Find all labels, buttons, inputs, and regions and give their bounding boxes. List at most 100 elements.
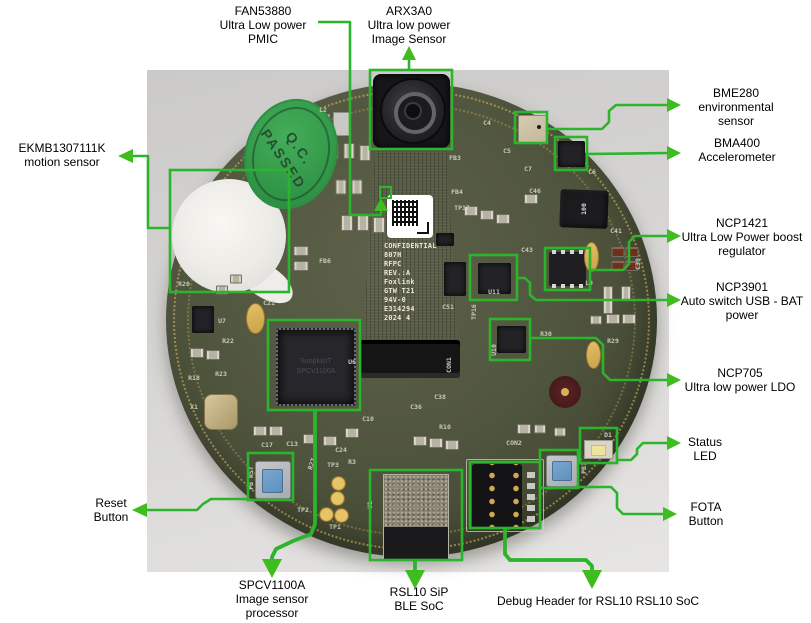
passive-component <box>464 206 478 216</box>
arrow-right-icon <box>667 229 681 243</box>
passive-component <box>622 314 636 324</box>
passive-component <box>335 179 347 195</box>
qr-code-sticker <box>387 195 433 238</box>
silk-label-c17: C17 <box>261 441 273 449</box>
passive-component <box>357 215 369 231</box>
passive-component <box>343 143 355 159</box>
arrow-right-icon <box>667 293 681 307</box>
silk-label-c5: C5 <box>503 147 511 155</box>
fpc-text-line: E314294 <box>384 305 415 313</box>
spcv1100a-chip: SunplusIT SPCV1100A <box>276 328 356 406</box>
fpc-text-line: 2024 4 <box>384 314 411 322</box>
pir-dome <box>184 189 274 279</box>
ncp1421-chip <box>549 250 586 288</box>
gold-pad-oval <box>586 341 601 369</box>
passive-component <box>517 424 531 434</box>
arrow-right-icon <box>667 98 681 112</box>
silk-label-tp16: TP16 <box>470 304 478 320</box>
silk-label-fb4: FB4 <box>451 188 463 196</box>
mounting-hole <box>549 376 581 408</box>
fota-button-cap <box>552 461 572 481</box>
silk-label-tp2: TP2 <box>297 506 309 514</box>
rsl10-sip-module <box>383 474 449 560</box>
silk-label-tp3: TP3 <box>327 461 339 469</box>
label-debug-header: Debug Header for RSL10 RSL10 SoC <box>496 594 700 608</box>
passive-component <box>534 424 546 434</box>
silk-label-u3: U3 <box>509 94 517 102</box>
silk-label-c39: C39 <box>634 258 642 270</box>
silk-label-r29: R29 <box>607 337 619 345</box>
fpc-text-line: Foxlink <box>384 278 415 286</box>
silk-label-r3: R3 <box>348 458 356 466</box>
silk-label-pb-rst: PB RST <box>247 466 255 490</box>
passive-component <box>524 194 538 204</box>
arrow-down-icon <box>582 570 602 589</box>
spcv1100a-marking: SunplusIT SPCV1100A <box>296 358 336 375</box>
u7-chip <box>192 306 214 333</box>
passive-component <box>293 261 309 271</box>
misc-component <box>436 233 454 246</box>
silk-label-l9: L9 <box>585 279 593 287</box>
label-status-led: Status LED <box>687 435 723 463</box>
fpc-text-line: REV.:A <box>384 269 411 277</box>
silk-label-c51: C51 <box>442 303 454 311</box>
bme280-vent-hole <box>537 125 541 129</box>
status-led-part <box>584 440 613 459</box>
crystal-x1 <box>204 394 238 430</box>
test-point <box>330 491 345 506</box>
passive-component <box>303 434 317 444</box>
fpc-text-line: 94V-0 <box>384 296 406 304</box>
passive-component <box>359 145 371 161</box>
silk-label-c21: C21 <box>263 299 275 307</box>
silk-label-r30: R30 <box>540 330 552 338</box>
misc-component <box>444 262 466 296</box>
silk-label-c36: C36 <box>410 403 422 411</box>
label-reset-button: Reset Button <box>93 496 129 524</box>
passive-component <box>230 274 242 284</box>
passive-component <box>413 436 427 446</box>
passive-component <box>621 286 631 300</box>
label-rsl10: RSL10 SiP BLE SoC <box>389 585 449 613</box>
passive-component <box>269 426 283 436</box>
label-bma400: BMA400 Accelerometer <box>698 136 776 164</box>
label-spcv1100a: SPCV1100A Image sensor processor <box>235 578 309 620</box>
arrow-right-icon <box>667 436 681 450</box>
passive-component <box>206 350 220 360</box>
silk-label-pb1: PB1 <box>580 462 588 474</box>
label-ncp1421: NCP1421 Ultra Low Power boost regulator <box>681 216 803 258</box>
camera-lens-core <box>404 102 422 120</box>
fpc-text-line: GTW T21 <box>384 287 415 295</box>
silk-label-r18: R18 <box>188 374 200 382</box>
arrow-left-icon <box>132 503 147 517</box>
silk-label-c7: C7 <box>524 165 532 173</box>
passive-component <box>554 427 566 437</box>
label-ncp3901: NCP3901 Auto switch USB - BAT power <box>680 280 804 322</box>
passive-component <box>373 217 385 233</box>
label-arx3a0: ARX3A0 Ultra low power Image Sensor <box>367 4 451 46</box>
silk-label-c4: C4 <box>483 119 491 127</box>
silk-label-l2: L2 <box>319 106 327 114</box>
passive-component <box>293 246 309 256</box>
silk-label-c10: C10 <box>362 415 374 423</box>
passive-component <box>429 438 443 448</box>
silk-label-c46: C46 <box>529 187 541 195</box>
reset-button-cap <box>262 469 283 493</box>
silk-label-u6: U6 <box>348 358 356 366</box>
silk-label-c6: C6 <box>588 168 596 176</box>
silk-label-d1: D1 <box>604 431 612 439</box>
label-ekmb1307111k: EKMB1307111K motion sensor <box>18 141 106 169</box>
silk-label-u1: U1 <box>366 501 374 509</box>
silk-label-c38: C38 <box>434 393 446 401</box>
silk-label-tp17: TP17 <box>454 204 470 212</box>
passive-component <box>253 426 267 436</box>
fpc-text-line: RFPC <box>384 260 402 268</box>
silk-label-con1: CON1 <box>445 357 453 373</box>
fpc-text-line: CONFIDENTIAL <box>384 242 437 250</box>
passive-component <box>480 210 494 220</box>
qr-pattern <box>392 200 418 226</box>
silk-label-u10: U10 <box>490 344 498 356</box>
qr-corner-bracket <box>417 222 429 234</box>
silk-label-c43: C43 <box>521 246 533 254</box>
silk-label-u11: U11 <box>488 288 500 296</box>
